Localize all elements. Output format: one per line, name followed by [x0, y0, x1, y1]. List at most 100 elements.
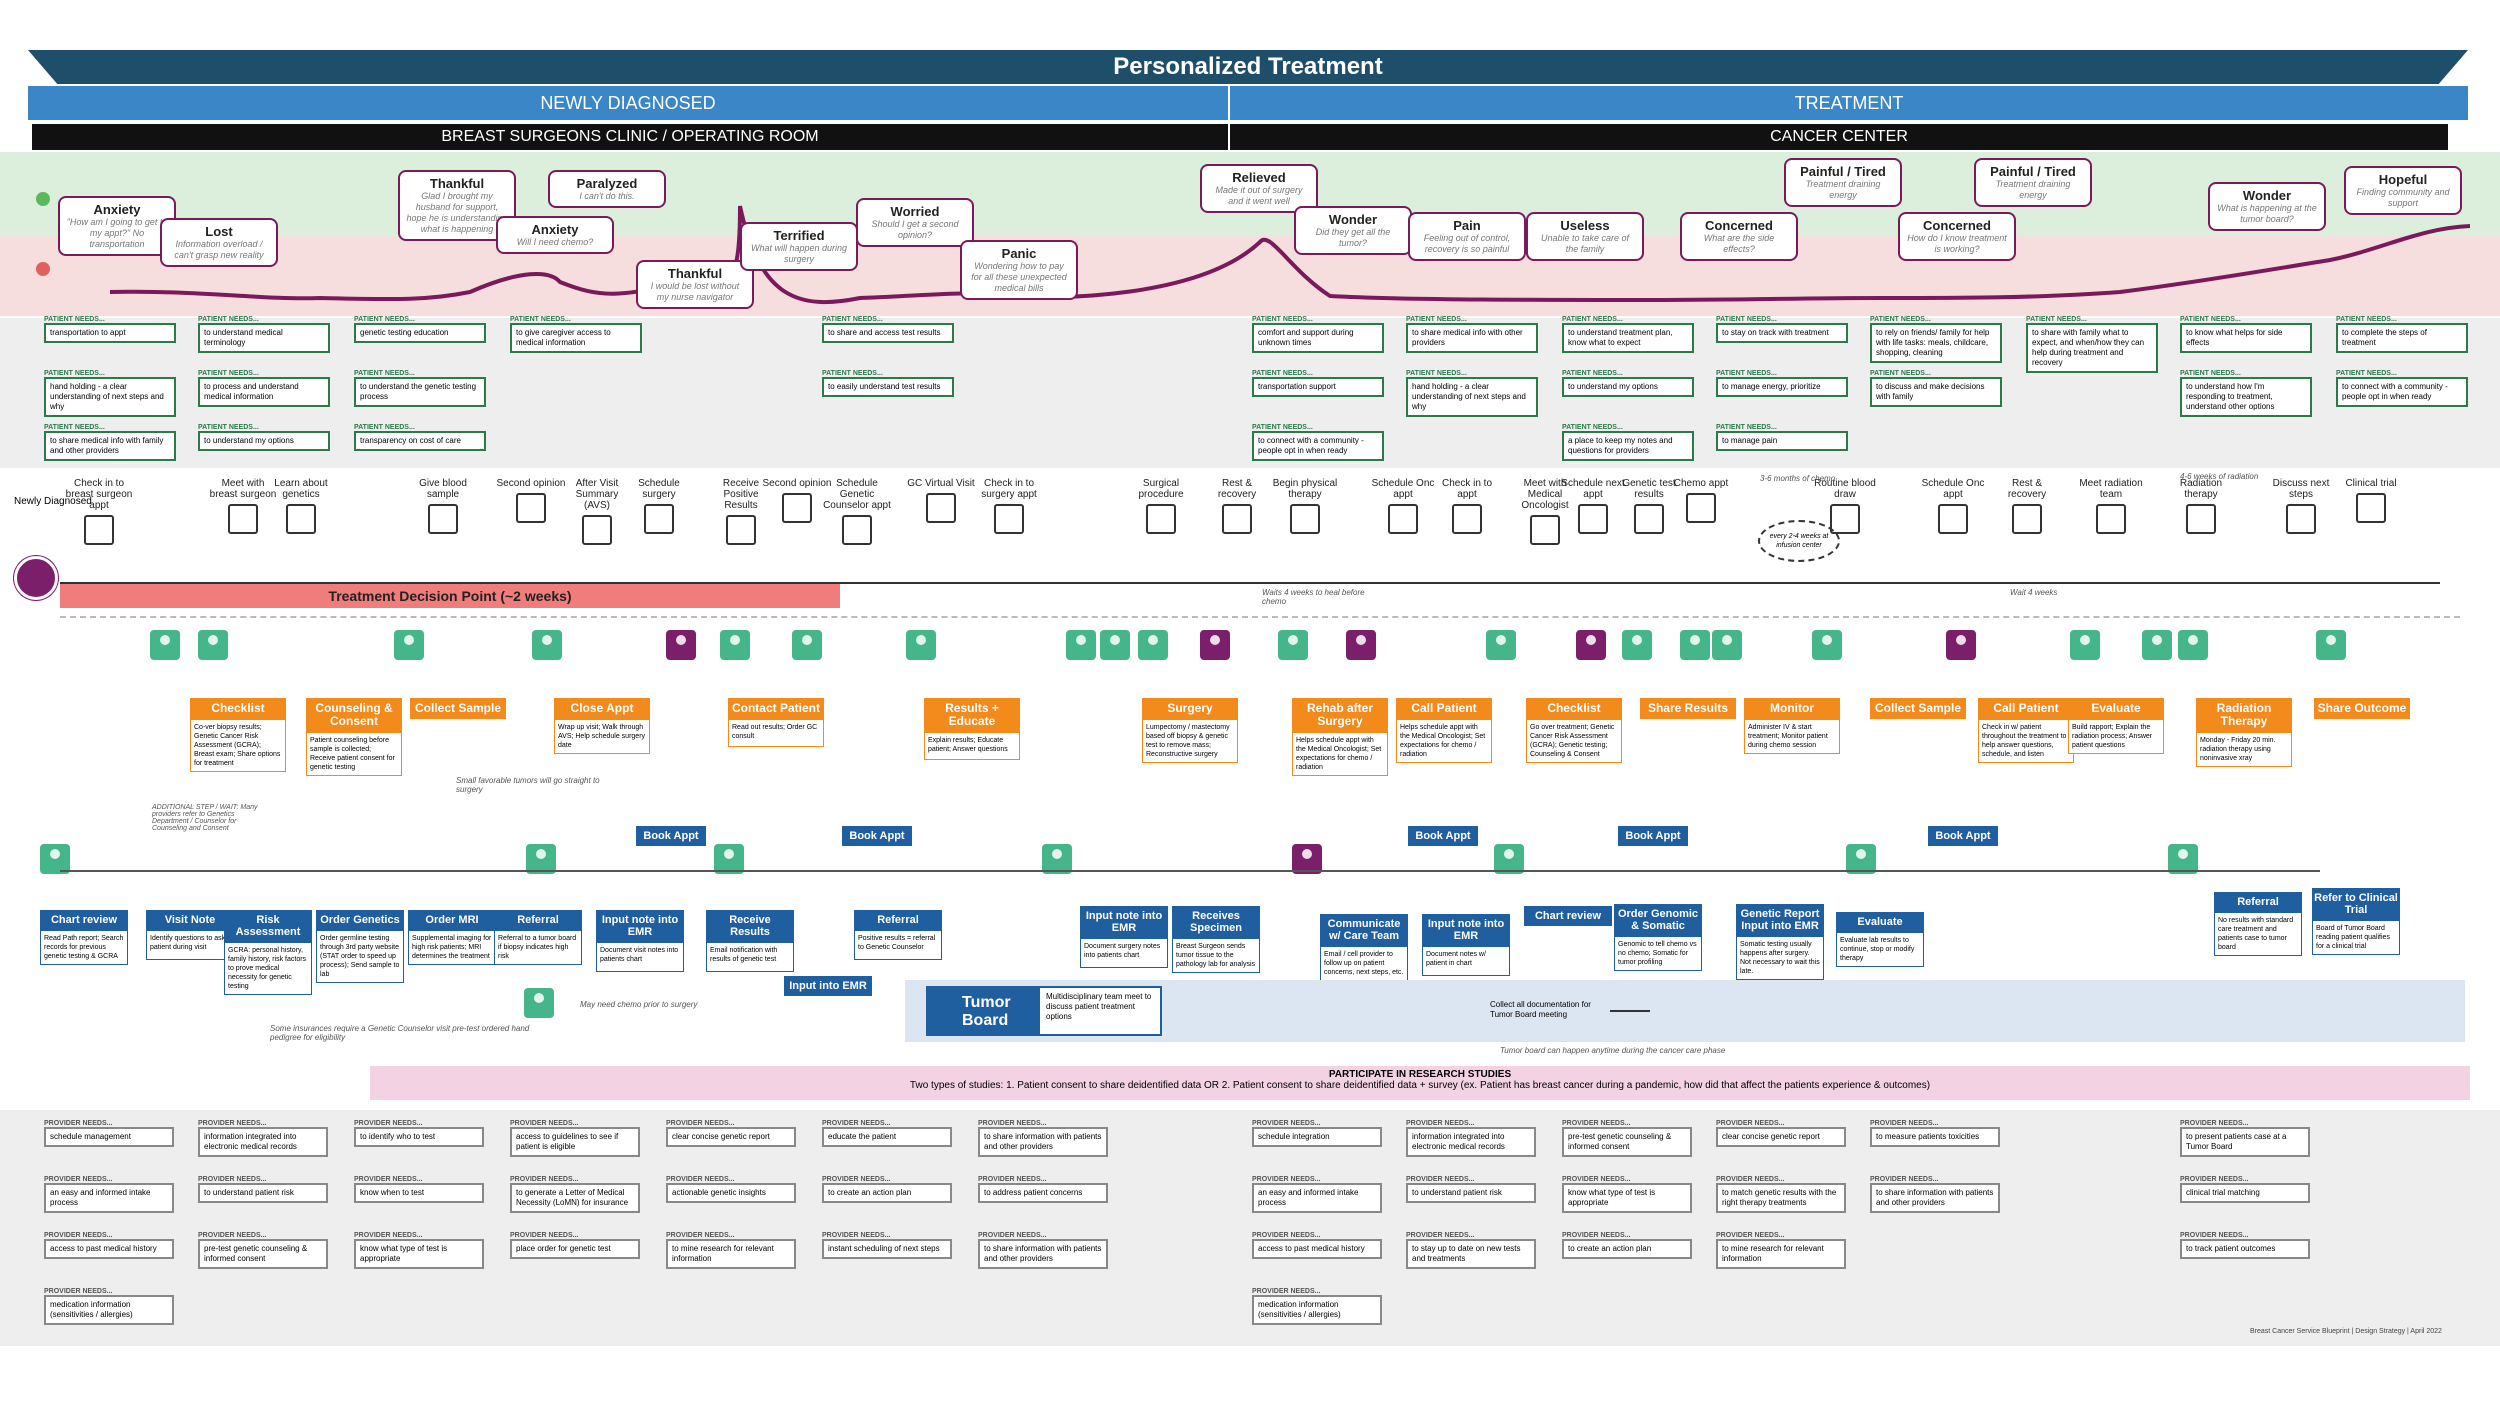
book-appt-button[interactable]: Book Appt: [636, 826, 706, 846]
journey-step[interactable]: Routine blood draw: [1810, 478, 1880, 534]
journey-step[interactable]: Check in to appt: [1432, 478, 1502, 534]
action-card[interactable]: Share Results: [1640, 698, 1736, 719]
phase-label-newly-diagnosed: NEWLY DIAGNOSED: [540, 92, 716, 113]
book-appt-button[interactable]: Book Appt: [1618, 826, 1688, 846]
provider-need: PROVIDER NEEDS...educate the patient: [822, 1120, 952, 1147]
provider-need: PROVIDER NEEDS...to identify who to test: [354, 1120, 484, 1147]
patient-need-text: to share medical info with family and ot…: [44, 431, 176, 461]
provider-need-header: PROVIDER NEEDS...: [1562, 1176, 1631, 1183]
system-title: Visit Note: [146, 910, 234, 930]
journey-step[interactable]: Schedule next appt: [1558, 478, 1628, 534]
journey-step[interactable]: After Visit Summary (AVS): [562, 478, 632, 545]
journey-step[interactable]: Meet radiation team: [2076, 478, 2146, 534]
actor-icon: [1810, 628, 1844, 662]
journey-step[interactable]: Give blood sample: [408, 478, 478, 534]
step-label: Radiation therapy: [2179, 478, 2223, 500]
patient-need-header: PATIENT NEEDS...: [44, 424, 105, 431]
system-title: Input note into EMR: [1422, 914, 1510, 946]
action-card[interactable]: Share Outcome: [2314, 698, 2410, 719]
journey-step[interactable]: Second opinion: [762, 478, 832, 523]
journey-step[interactable]: Rest & recovery: [1992, 478, 2062, 534]
emotion-label: Hopeful: [2378, 172, 2428, 187]
book-appt-button[interactable]: Book Appt: [1408, 826, 1478, 846]
provider-need-header: PROVIDER NEEDS...: [822, 1232, 891, 1239]
journey-step[interactable]: Meet with breast surgeon: [208, 478, 278, 534]
patient-need-text: hand holding - a clear understanding of …: [44, 377, 176, 417]
journey-step[interactable]: Learn about genetics: [266, 478, 336, 534]
emotion-label: Painful / Tired: [1800, 164, 1886, 179]
journey-step[interactable]: Discuss next steps: [2266, 478, 2336, 534]
patient-need-header: PATIENT NEEDS...: [1406, 316, 1467, 323]
journey-step[interactable]: Check in to breast surgeon appt: [64, 478, 134, 545]
patient-need-header: PATIENT NEEDS...: [44, 370, 105, 377]
system-desc: Supplemental imaging for high risk patie…: [408, 930, 496, 965]
system-card[interactable]: Input into EMR: [784, 976, 872, 996]
journey-step[interactable]: Check in to surgery appt: [974, 478, 1044, 534]
system-title: Refer to Clinical Trial: [2312, 888, 2400, 920]
journey-step[interactable]: GC Virtual Visit: [906, 478, 976, 523]
title-banner: Personalized Treatment: [28, 50, 2468, 84]
journey-step[interactable]: Schedule surgery: [624, 478, 694, 534]
journey-step[interactable]: Schedule Genetic Counselor appt: [822, 478, 892, 545]
action-card[interactable]: Collect Sample: [1870, 698, 1966, 719]
journey-step[interactable]: Chemo appt: [1666, 478, 1736, 523]
provider-need-text: schedule management: [44, 1127, 174, 1147]
journey-step[interactable]: Second opinion: [496, 478, 566, 523]
journey-step[interactable]: Genetic test results: [1614, 478, 1684, 534]
provider-need-header: PROVIDER NEEDS...: [1406, 1120, 1475, 1127]
step-icon: [582, 515, 612, 545]
journey-step[interactable]: Meet with Medical Oncologist: [1510, 478, 1580, 545]
journey-step[interactable]: Radiation therapy: [2166, 478, 2236, 534]
book-appt-button[interactable]: Book Appt: [842, 826, 912, 846]
step-icon: [2012, 504, 2042, 534]
emotion-label: Wonder: [1328, 212, 1378, 227]
journey-step[interactable]: Begin physical therapy: [1270, 478, 1340, 534]
step-icon: [644, 504, 674, 534]
journey-step[interactable]: Schedule Onc appt: [1918, 478, 1988, 534]
book-appt-button[interactable]: Book Appt: [1928, 826, 1998, 846]
journey-step[interactable]: Rest & recovery: [1202, 478, 1272, 534]
step-icon: [1388, 504, 1418, 534]
provider-need-text: to create an action plan: [1562, 1239, 1692, 1259]
action-card[interactable]: Collect Sample: [410, 698, 506, 719]
journey-step[interactable]: Schedule Onc appt: [1368, 478, 1438, 534]
journey-step[interactable]: Surgical procedure: [1126, 478, 1196, 534]
system-card[interactable]: Chart review: [1524, 906, 1612, 926]
step-icon: [926, 493, 956, 523]
journey-step[interactable]: Clinical trial: [2336, 478, 2406, 523]
provider-need-header: PROVIDER NEEDS...: [822, 1120, 891, 1127]
journey-step[interactable]: Receive Positive Results: [706, 478, 776, 545]
